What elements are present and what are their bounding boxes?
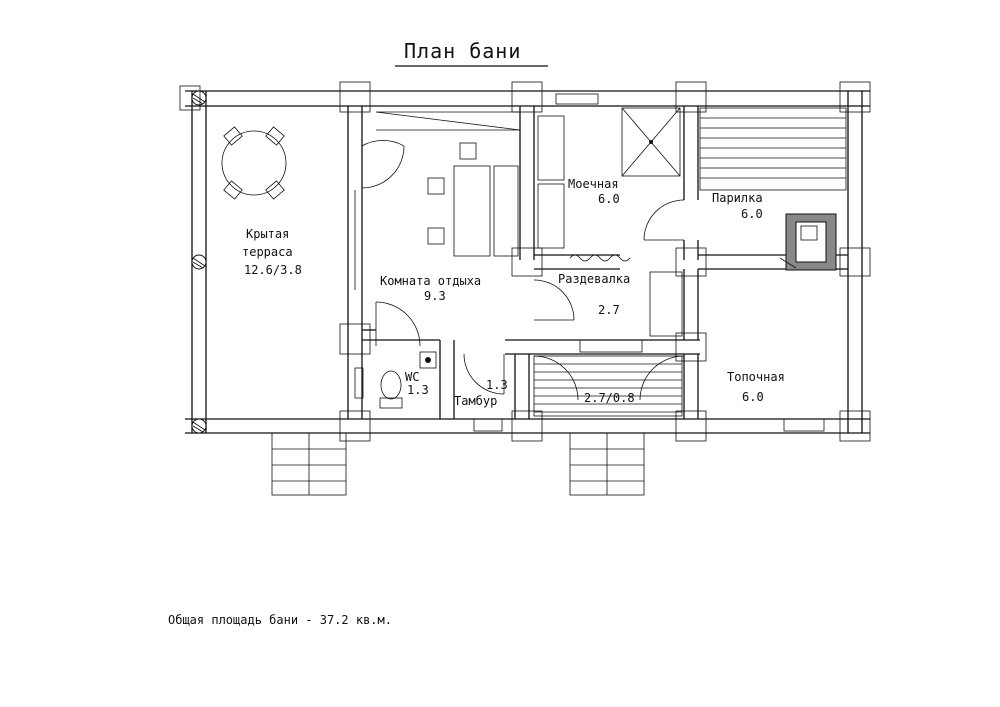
wc-fixtures <box>354 301 437 409</box>
wc-label: WC <box>405 370 419 384</box>
rest-room-area: 9.3 <box>424 289 446 303</box>
terrace-table <box>221 126 287 200</box>
terrace-steps <box>271 432 347 496</box>
vestibule-label: Тамбур <box>454 394 497 408</box>
plan-title-text: План бани <box>404 39 521 63</box>
log-crossings <box>179 81 871 442</box>
washing-room-label: Моечная <box>568 177 619 191</box>
entrance-steps <box>569 432 645 496</box>
log-posts <box>191 90 207 434</box>
dressing-room-area: 2.7 <box>598 303 620 317</box>
washing-room-fixtures <box>537 93 685 262</box>
furnace-room <box>783 418 825 432</box>
furnace-room-label: Топочная <box>727 370 785 384</box>
room-labels: Крытая терраса 12.6/3.8 Комната отдыха 9… <box>242 177 785 408</box>
terrace-label-1: Крытая <box>246 227 289 241</box>
dressing-room <box>533 271 683 353</box>
steam-room-benches <box>699 107 847 271</box>
rest-room-label: Комната отдыха <box>380 274 481 288</box>
terrace-area: 12.6/3.8 <box>244 263 302 277</box>
washing-room-area: 6.0 <box>598 192 620 206</box>
porch-area: 2.7/0.8 <box>584 391 635 405</box>
terrace-label-2: терраса <box>242 245 293 259</box>
steam-room-label: Парилка <box>712 191 763 205</box>
vestibule-area: 1.3 <box>486 378 508 392</box>
plan-title: План бани <box>395 39 548 67</box>
wc-area: 1.3 <box>407 383 429 397</box>
dressing-room-label: Раздевалка <box>558 272 630 286</box>
steam-room-area: 6.0 <box>741 207 763 221</box>
entrance-porch <box>533 355 685 417</box>
total-area-note: Общая площадь бани - 37.2 кв.м. <box>168 613 392 627</box>
rest-room-furniture <box>354 111 521 290</box>
furnace-room-area: 6.0 <box>742 390 764 404</box>
vestibule <box>463 353 505 432</box>
